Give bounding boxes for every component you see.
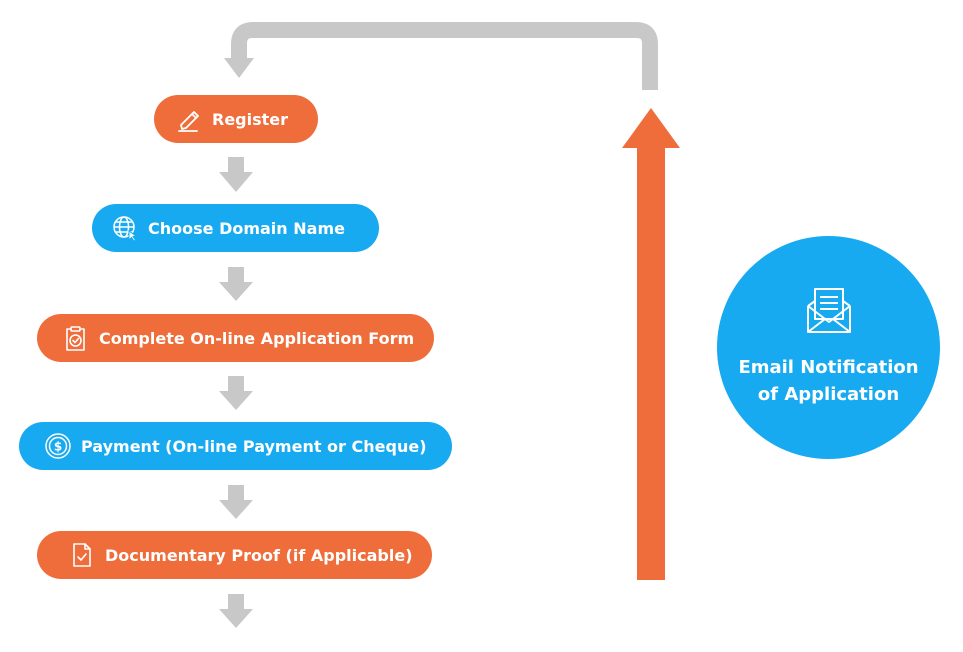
loop-back-arrowhead bbox=[224, 58, 254, 78]
step-label: Documentary Proof (if Applicable) bbox=[105, 545, 413, 565]
step-choose-domain[interactable]: Choose Domain Name bbox=[92, 204, 379, 252]
down-arrow-4 bbox=[219, 485, 253, 519]
globe-cursor-icon bbox=[110, 213, 140, 243]
step-documentary-proof[interactable]: Documentary Proof (if Applicable) bbox=[37, 531, 432, 579]
step-label: Register bbox=[212, 109, 289, 129]
down-arrow-5 bbox=[219, 594, 253, 628]
down-arrow-1 bbox=[219, 157, 253, 192]
svg-text:$: $ bbox=[54, 440, 62, 454]
loop-back-connector bbox=[231, 22, 658, 90]
envelope-letter-icon bbox=[804, 286, 854, 336]
clipboard-check-icon bbox=[61, 323, 91, 353]
step-complete-form[interactable]: Complete On-line Application Form bbox=[37, 314, 434, 362]
big-up-arrow bbox=[622, 108, 680, 580]
step-payment[interactable]: $ Payment (On-line Payment or Cheque) bbox=[19, 422, 452, 470]
pencil-icon bbox=[174, 104, 204, 134]
dollar-coin-icon: $ bbox=[43, 431, 73, 461]
down-arrow-2 bbox=[219, 267, 253, 301]
step-register[interactable]: Register bbox=[154, 95, 318, 143]
document-check-icon bbox=[67, 540, 97, 570]
email-notification-label: Email Notification of Application bbox=[738, 357, 919, 405]
step-label: Payment (On-line Payment or Cheque) bbox=[81, 436, 427, 456]
step-label: Complete On-line Application Form bbox=[99, 328, 415, 348]
step-label: Choose Domain Name bbox=[148, 218, 345, 238]
down-arrow-3 bbox=[219, 376, 253, 410]
email-notification-circle: Email Notification of Application bbox=[717, 236, 940, 459]
